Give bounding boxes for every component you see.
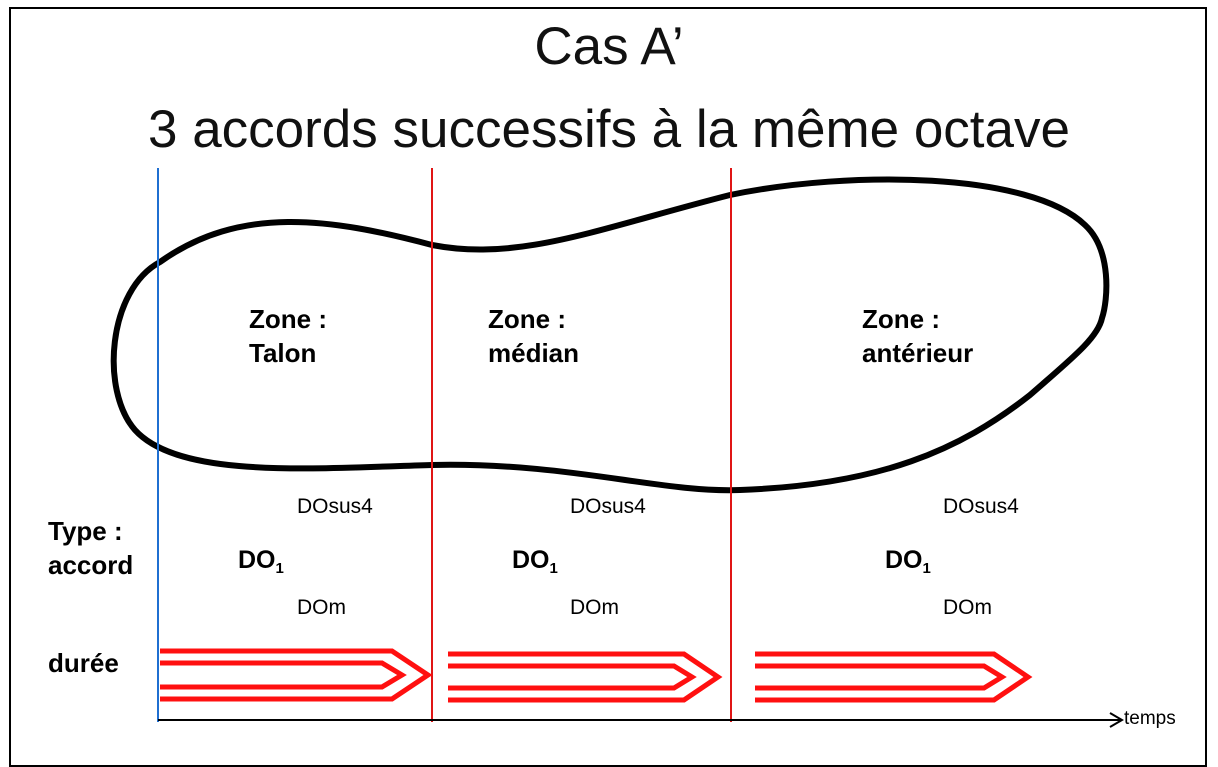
type-label-line-1: Type : <box>48 516 123 546</box>
chord-lower-1: DOm <box>297 596 346 619</box>
chord-lower-3: DOm <box>943 596 992 619</box>
zone-name: Talon <box>249 338 317 368</box>
type-accord-label: Type : accord <box>48 514 133 582</box>
type-label-line-2: accord <box>48 550 134 580</box>
foot-outline <box>110 176 1110 494</box>
chord-main-text: DO <box>885 546 923 574</box>
duration-arrow-1 <box>160 648 433 702</box>
zone-name: médian <box>488 338 580 368</box>
zone-label-line: Zone : <box>249 304 327 334</box>
title-line-2: 3 accords successifs à la même octave <box>148 100 1070 159</box>
chord-upper-3: DOsus4 <box>943 495 1019 518</box>
title-line-1: Cas A’ <box>534 17 684 76</box>
duree-label: durée <box>48 648 119 678</box>
chord-main-subscript: 1 <box>922 560 931 577</box>
zone-label-talon: Zone : Talon <box>249 302 327 370</box>
diagram-canvas <box>110 168 1124 728</box>
zone-label-line: Zone : <box>488 304 566 334</box>
chord-main-1: DO1 <box>238 546 284 577</box>
duration-arrow-3 <box>755 651 1033 703</box>
duration-arrow-2 <box>448 651 723 703</box>
zone-label-median: Zone : médian <box>488 302 579 370</box>
zone-name: antérieur <box>862 338 974 368</box>
chord-lower-2: DOm <box>570 596 619 619</box>
zone-label-anterieur: Zone : antérieur <box>862 302 973 370</box>
chord-main-2: DO1 <box>512 546 558 577</box>
chord-main-subscript: 1 <box>275 560 284 577</box>
time-axis-arrowhead <box>1109 712 1124 728</box>
chord-main-3: DO1 <box>885 546 931 577</box>
chord-main-text: DO <box>512 546 550 574</box>
zone-label-line: Zone : <box>862 304 940 334</box>
chord-main-text: DO <box>238 546 276 574</box>
chord-main-subscript: 1 <box>549 560 558 577</box>
chord-upper-2: DOsus4 <box>570 495 646 518</box>
time-axis-label: temps <box>1124 708 1176 729</box>
chord-upper-1: DOsus4 <box>297 495 373 518</box>
